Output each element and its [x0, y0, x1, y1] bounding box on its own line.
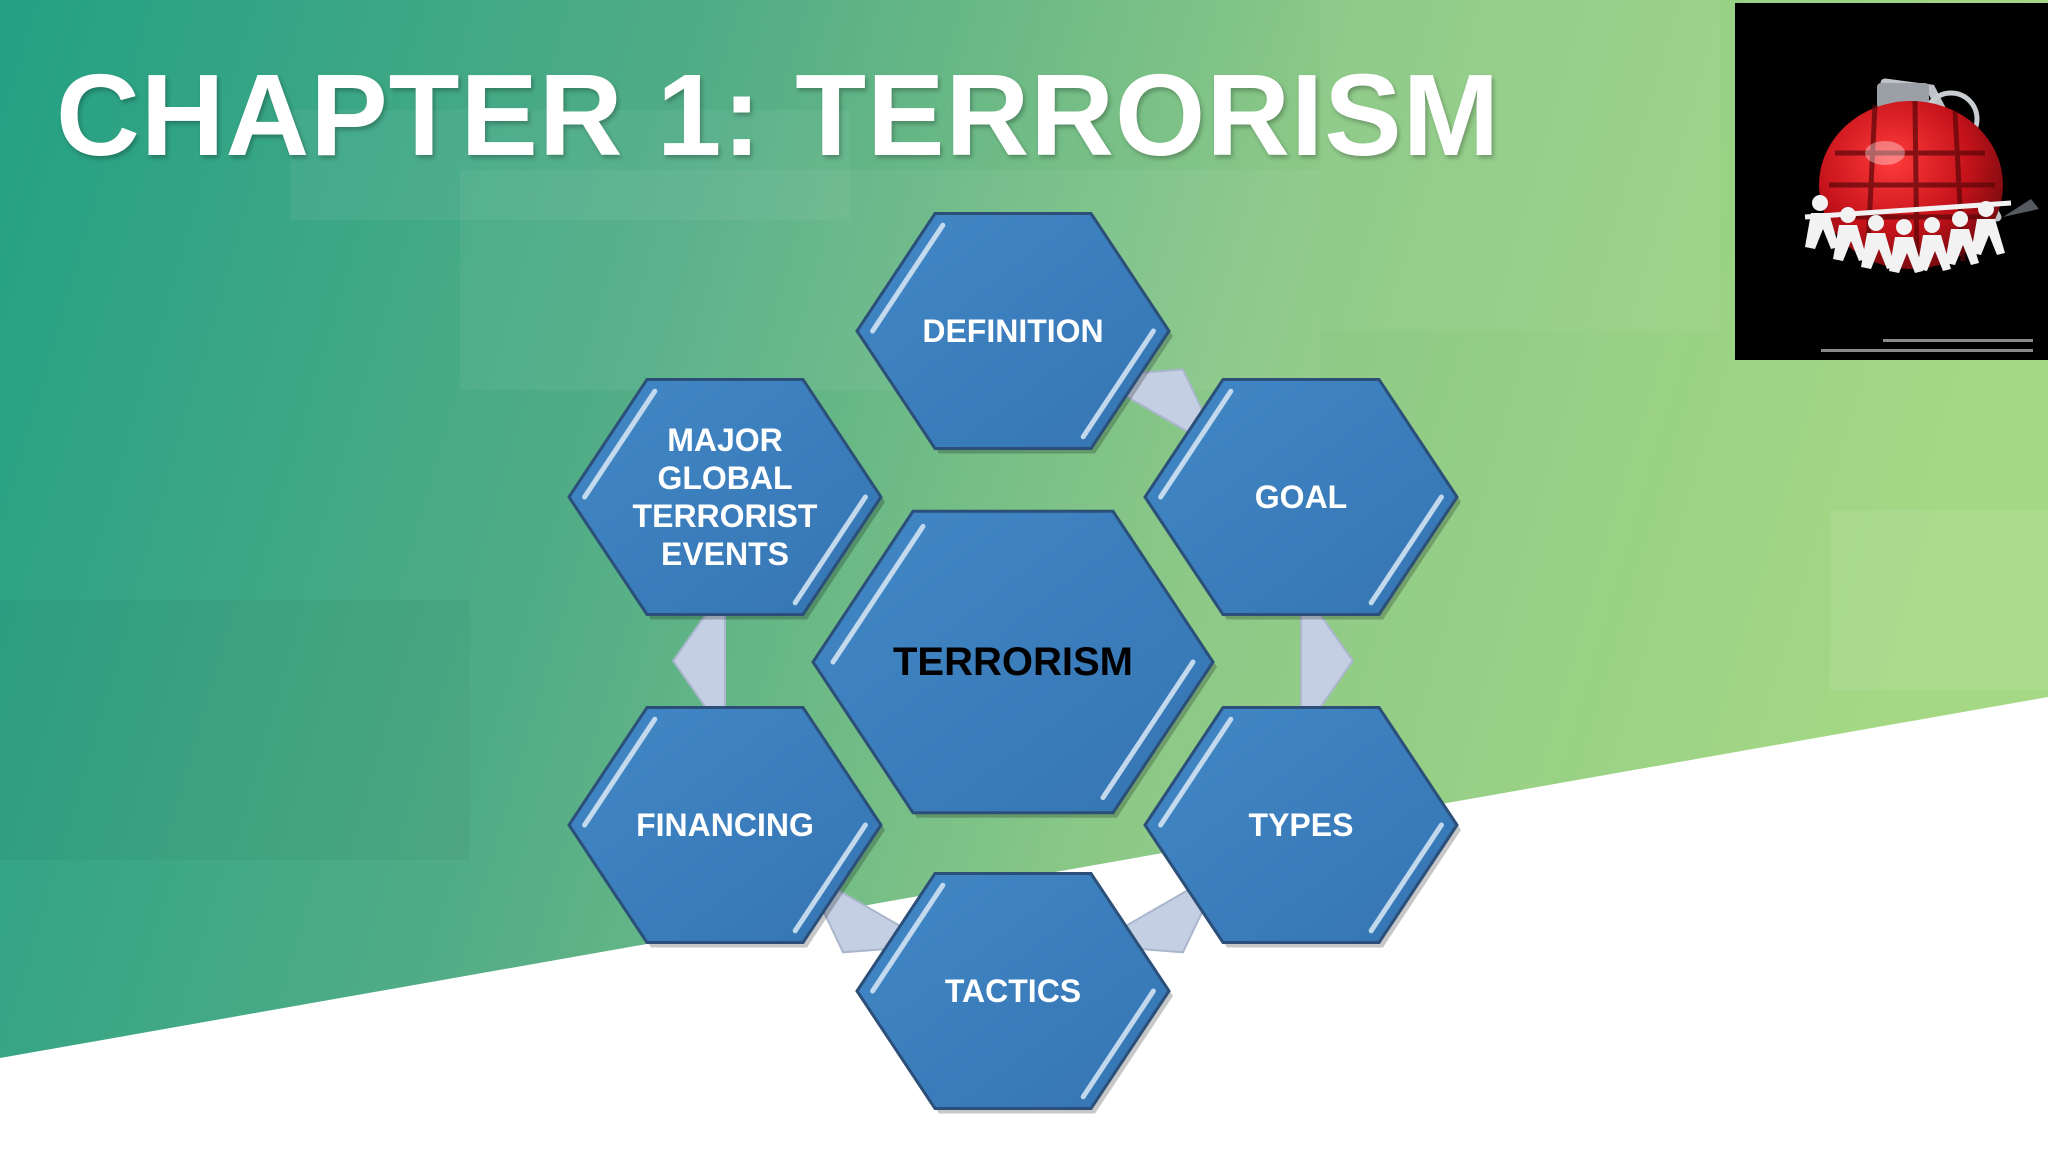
- hex-types: TYPES: [1143, 706, 1461, 948]
- hex-center-label: TERRORISM: [893, 640, 1133, 684]
- hex-goal-label: GOAL: [1255, 479, 1347, 515]
- hex-definition: DEFINITION: [855, 212, 1173, 454]
- connector-financing-events: [671, 584, 726, 738]
- hex-tactics: TACTICS: [855, 872, 1173, 1114]
- hex-financing: FINANCING: [567, 706, 885, 948]
- hex-tactics-label: TACTICS: [945, 973, 1081, 1009]
- grenade-image: [1735, 3, 2048, 360]
- slide-title: CHAPTER 1: TERRORISM: [56, 50, 1501, 180]
- hex-financing-label: FINANCING: [636, 807, 814, 843]
- hex-events-label: TERRORIST: [633, 498, 818, 534]
- hexagon-cluster: DEFINITION GOAL TYPES TACTICS FINANCING MAJOR…: [567, 212, 1461, 1114]
- hex-definition-label: DEFINITION: [922, 313, 1103, 349]
- hex-events-label: GLOBAL: [657, 460, 792, 496]
- hex-events-label: EVENTS: [661, 536, 789, 572]
- hex-types-label: TYPES: [1249, 807, 1354, 843]
- grenade-paper-chain-icon: [1735, 3, 2048, 360]
- connector-goal-types: [1300, 584, 1355, 738]
- hex-goal: GOAL: [1143, 378, 1461, 620]
- hex-center: TERRORISM: [811, 509, 1217, 818]
- hex-events-label: MAJOR: [667, 422, 783, 458]
